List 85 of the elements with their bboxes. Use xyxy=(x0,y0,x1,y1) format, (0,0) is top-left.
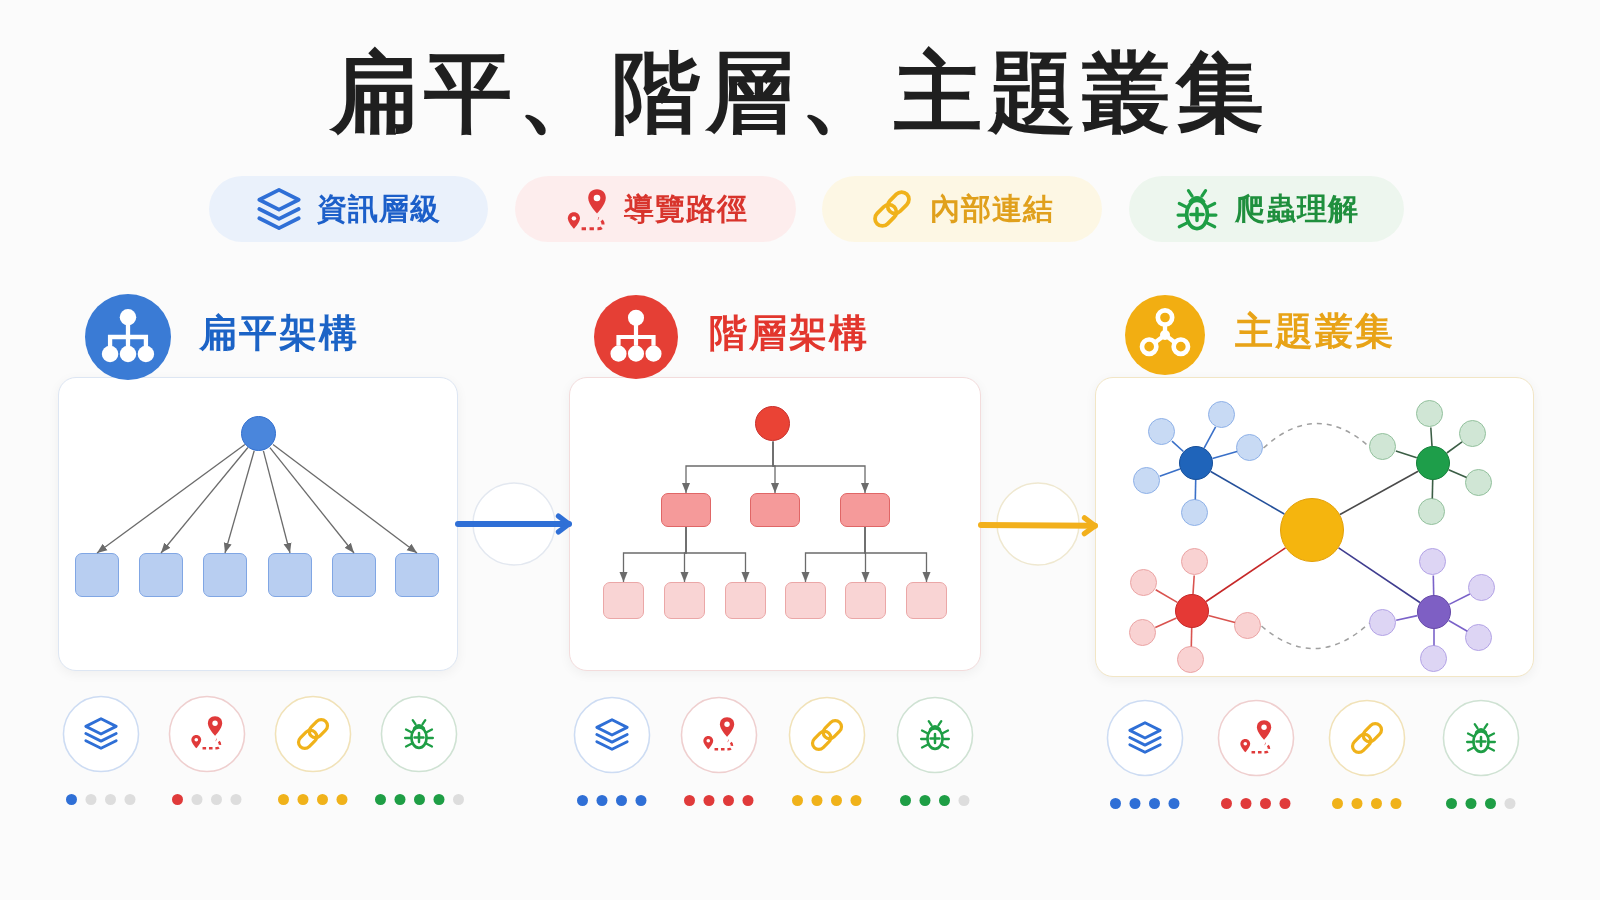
link-line xyxy=(1192,574,1195,595)
topic-node xyxy=(1419,548,1446,575)
link-line xyxy=(1339,470,1419,516)
link-line xyxy=(1154,617,1178,629)
link-line xyxy=(1203,426,1217,449)
topic-node xyxy=(1234,612,1261,639)
link-line xyxy=(1205,547,1287,603)
panel-heading: 主題叢集 xyxy=(1234,307,1395,355)
topic-node xyxy=(1459,420,1486,447)
page-node xyxy=(784,581,826,619)
topic-node xyxy=(1369,433,1396,460)
link-line xyxy=(1209,470,1286,515)
page-node xyxy=(663,581,705,619)
link-line xyxy=(1433,628,1435,647)
category-node xyxy=(660,492,711,527)
arrow xyxy=(455,513,572,535)
page-node xyxy=(394,552,439,597)
link-line xyxy=(1154,589,1179,604)
page-node xyxy=(844,581,886,619)
root-node xyxy=(241,416,276,451)
link-line xyxy=(1207,614,1236,624)
topic-node xyxy=(1181,548,1208,575)
page-node xyxy=(905,581,947,619)
arrow xyxy=(269,447,355,554)
page-title: 扁平、階層、主題叢集 xyxy=(328,40,1271,146)
page-node xyxy=(724,581,766,619)
topic-node xyxy=(1420,645,1447,672)
arrow xyxy=(262,450,292,554)
link-line xyxy=(1447,469,1468,479)
root-node xyxy=(755,406,790,441)
cluster-hub-node xyxy=(1178,445,1213,480)
link-line xyxy=(1395,614,1419,621)
topic-node xyxy=(1148,418,1175,445)
cluster-hub-node xyxy=(1415,445,1450,480)
arrow xyxy=(272,443,418,554)
link-line xyxy=(1395,450,1418,459)
link-line xyxy=(1337,547,1421,604)
link-line xyxy=(1158,468,1181,478)
tag-label: 爬蟲理解 xyxy=(1234,191,1359,227)
link-line xyxy=(1211,450,1238,460)
arrow xyxy=(772,440,869,494)
topic-node xyxy=(1468,574,1495,601)
link-line xyxy=(1194,479,1197,501)
page-node xyxy=(331,552,376,597)
page-node xyxy=(138,552,183,597)
topic-node xyxy=(1181,499,1208,526)
link-line xyxy=(1171,440,1185,453)
arrow xyxy=(864,526,931,583)
arrow xyxy=(685,526,750,583)
topic-node xyxy=(1416,400,1443,427)
page-node xyxy=(267,552,312,597)
topic-node xyxy=(1465,469,1492,496)
topic-node xyxy=(1208,401,1235,428)
arrow xyxy=(96,443,246,554)
topic-node xyxy=(1177,646,1204,673)
category-node xyxy=(749,492,800,527)
topic-node xyxy=(1129,619,1156,646)
arrow xyxy=(978,515,1098,537)
topic-node xyxy=(1369,609,1396,636)
tag-label: 內部連結 xyxy=(930,191,1054,227)
link-line xyxy=(1430,426,1433,447)
cluster-hub-node xyxy=(1416,594,1451,629)
topic-node xyxy=(1133,467,1160,494)
arrow xyxy=(160,446,249,554)
panel-heading: 扁平架構 xyxy=(198,309,359,357)
link-line xyxy=(1447,619,1469,632)
tag-label: 資訊層級 xyxy=(316,191,441,227)
link-line xyxy=(1190,627,1193,648)
topic-node xyxy=(1465,624,1492,651)
link-line xyxy=(1431,479,1434,500)
cluster-hub-node xyxy=(1174,593,1209,628)
topic-node xyxy=(1418,498,1445,525)
page-node xyxy=(202,552,247,597)
dashed-link-line xyxy=(1260,622,1371,650)
page-node xyxy=(602,581,644,619)
page-node xyxy=(74,552,119,597)
panel-heading: 階層架構 xyxy=(708,309,869,357)
tag-label: 導覽路徑 xyxy=(623,191,748,227)
link-line xyxy=(1448,593,1471,606)
arrow xyxy=(223,450,255,554)
link-line xyxy=(1446,441,1463,454)
category-node xyxy=(839,492,890,527)
link-line xyxy=(1432,574,1435,596)
topic-node xyxy=(1130,569,1157,596)
topic-node xyxy=(1236,434,1263,461)
